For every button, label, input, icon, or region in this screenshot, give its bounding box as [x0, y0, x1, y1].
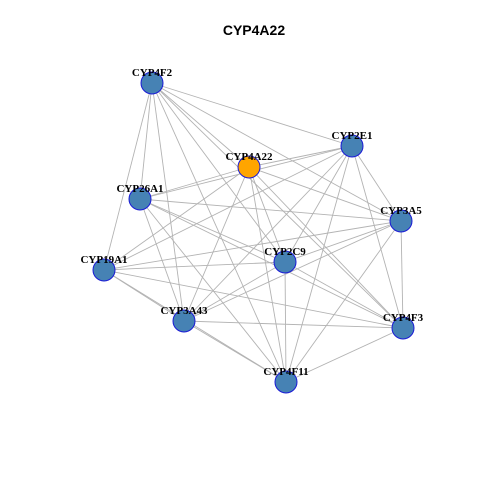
node-cyp4a22[interactable] [237, 155, 261, 179]
edge-cyp4f2-cyp4f3 [151, 82, 404, 329]
node-label-cyp4a22: CYP4A22 [225, 151, 273, 163]
edge-cyp4f2-cyp2c9 [151, 82, 286, 263]
edge-cyp3a43-cyp4f3 [183, 320, 404, 329]
edge-cyp4f2-cyp26a1 [139, 82, 153, 200]
edge-cyp4f2-cyp2e1 [151, 82, 353, 147]
node-label-cyp26a1: CYP26A1 [116, 183, 163, 195]
node-label-cyp4f2: CYP4F2 [132, 67, 173, 79]
edge-cyp19a1-cyp4f3 [103, 269, 404, 329]
edge-cyp3a5-cyp19a1 [103, 220, 402, 271]
edge-cyp4f2-cyp3a43 [151, 82, 185, 322]
edge-cyp2e1-cyp4f3 [351, 145, 404, 329]
edge-cyp2e1-cyp4a22 [248, 145, 353, 168]
node-cyp3a43[interactable] [172, 309, 196, 333]
edge-cyp3a5-cyp4f11 [285, 220, 402, 383]
edge-cyp2e1-cyp3a43 [183, 145, 353, 322]
edge-cyp4a22-cyp3a43 [183, 166, 250, 322]
edge-cyp4f3-cyp4f11 [285, 327, 404, 383]
node-cyp4f11[interactable] [274, 370, 298, 394]
edge-cyp4f2-cyp19a1 [103, 82, 153, 271]
node-label-cyp4f3: CYP4F3 [383, 312, 424, 324]
edge-cyp4a22-cyp2c9 [248, 166, 286, 263]
node-label-cyp3a43: CYP3A43 [160, 305, 208, 317]
edge-cyp4a22-cyp19a1 [103, 166, 250, 271]
edge-cyp26a1-cyp4f3 [139, 198, 404, 329]
diagram-title: CYP4A22 [223, 22, 285, 38]
edge-cyp3a5-cyp2c9 [284, 220, 402, 263]
node-label-cyp4f11: CYP4F11 [263, 366, 308, 378]
node-label-cyp3a5: CYP3A5 [380, 205, 422, 217]
node-cyp19a1[interactable] [92, 258, 116, 282]
edge-cyp19a1-cyp2c9 [103, 261, 286, 271]
edge-layer [103, 82, 404, 383]
label-layer: CYP4F2CYP2E1CYP4A22CYP26A1CYP3A5CYP19A1C… [80, 67, 423, 378]
node-label-cyp19a1: CYP19A1 [80, 254, 127, 266]
edge-cyp2e1-cyp19a1 [103, 145, 353, 271]
edge-cyp4a22-cyp3a5 [248, 166, 402, 222]
node-layer [92, 71, 415, 394]
edge-cyp4f2-cyp3a5 [151, 82, 402, 222]
edge-cyp26a1-cyp3a5 [139, 198, 402, 222]
node-cyp26a1[interactable] [128, 187, 152, 211]
edge-cyp4f2-cyp4a22 [151, 82, 250, 168]
node-label-cyp2c9: CYP2C9 [264, 246, 306, 258]
edge-cyp19a1-cyp4f11 [103, 269, 287, 383]
edge-cyp4f2-cyp4f11 [151, 82, 287, 383]
edge-cyp26a1-cyp4f11 [139, 198, 287, 383]
edge-cyp4a22-cyp4f11 [248, 166, 287, 383]
node-cyp4f3[interactable] [391, 316, 415, 340]
edge-cyp3a43-cyp4f11 [183, 320, 287, 383]
edge-cyp2e1-cyp2c9 [284, 145, 353, 263]
edge-cyp2e1-cyp4f11 [285, 145, 353, 383]
node-cyp3a5[interactable] [389, 209, 413, 233]
edge-cyp3a5-cyp3a43 [183, 220, 402, 322]
node-cyp2e1[interactable] [340, 134, 364, 158]
edge-cyp2e1-cyp3a5 [351, 145, 402, 222]
node-cyp4f2[interactable] [140, 71, 164, 95]
edge-cyp2c9-cyp4f3 [284, 261, 404, 329]
edge-cyp26a1-cyp2c9 [139, 198, 286, 263]
edge-cyp2c9-cyp3a43 [183, 261, 286, 322]
node-label-cyp2e1: CYP2E1 [332, 130, 373, 142]
node-cyp2c9[interactable] [273, 250, 297, 274]
edge-cyp2c9-cyp4f11 [284, 261, 287, 383]
edge-cyp3a5-cyp4f3 [400, 220, 404, 329]
edge-cyp4a22-cyp26a1 [139, 166, 250, 200]
